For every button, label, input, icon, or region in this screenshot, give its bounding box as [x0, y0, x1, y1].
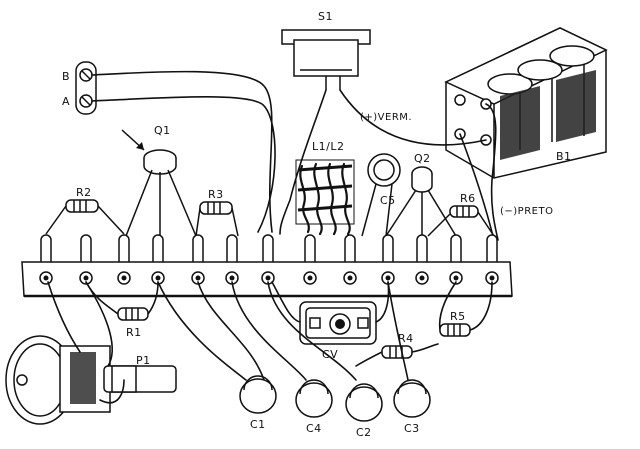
resistor-r4 [355, 343, 439, 367]
top-wiring [91, 70, 499, 241]
terminal-a-label: A [62, 95, 70, 108]
strip-eyelet [117, 271, 131, 285]
c4-label: C4 [306, 422, 322, 435]
solder-tag [118, 234, 130, 262]
solder-tag [486, 234, 498, 262]
solder-tag [152, 234, 164, 262]
p1-label: P1 [136, 354, 151, 367]
solder-tag [450, 234, 462, 262]
q1-label: Q1 [154, 124, 171, 137]
c5-label: C5 [380, 194, 396, 207]
cv-label: CV [322, 348, 338, 361]
positive-lead-label: (+)VERM. [360, 112, 412, 123]
capacitor-c3 [393, 379, 431, 418]
potentiometer-p1 [5, 281, 177, 425]
resistor-r6 [427, 205, 495, 237]
resistor-r1 [85, 281, 159, 321]
transistor-q1 [121, 129, 197, 237]
resistor-r2 [45, 199, 125, 235]
strip-eyelet [449, 271, 463, 285]
q2-label: Q2 [414, 152, 431, 165]
switch-s1-label: S1 [318, 10, 333, 23]
r2-label: R2 [76, 186, 92, 199]
negative-lead-label: (−)PRETO [500, 206, 553, 217]
solder-tag [80, 234, 92, 262]
c1-label: C1 [250, 418, 266, 431]
switch-s1 [281, 29, 371, 90]
capacitor-c1 [239, 375, 277, 414]
solder-tag [226, 234, 238, 262]
resistor-r5 [438, 281, 493, 337]
antenna-terminal-block [75, 61, 97, 115]
solder-tag [262, 234, 274, 262]
solder-tag [416, 234, 428, 262]
strip-eyelet [485, 271, 499, 285]
battery-b1-label: B1 [556, 150, 572, 163]
r4-label: R4 [398, 332, 414, 345]
strip-eyelet [79, 271, 93, 285]
r3-label: R3 [208, 188, 224, 201]
strip-eyelet [303, 271, 317, 285]
capacitor-c4 [295, 379, 333, 418]
c2-label: C2 [356, 426, 372, 439]
strip-eyelet [39, 271, 53, 285]
battery-holder-b1 [444, 27, 608, 179]
r1-label: R1 [126, 326, 142, 339]
solder-tag [40, 234, 52, 262]
solder-tag [192, 234, 204, 262]
capacitor-c5 [361, 153, 401, 237]
strip-eyelet-row [39, 271, 499, 285]
lower-wiring [157, 281, 409, 381]
coil-l1-l2 [295, 159, 355, 236]
c3-label: C3 [404, 422, 420, 435]
solder-tag [304, 234, 316, 262]
strip-eyelet [415, 271, 429, 285]
capacitor-c2 [345, 383, 383, 422]
solder-tag [344, 234, 356, 262]
coil-label: L1/L2 [312, 140, 344, 153]
solder-tag-row [40, 234, 498, 262]
resistor-r3 [195, 201, 239, 237]
strip-eyelet [343, 271, 357, 285]
solder-tag [382, 234, 394, 262]
terminal-b-label: B [62, 70, 70, 83]
r6-label: R6 [460, 192, 476, 205]
r5-label: R5 [450, 310, 466, 323]
transistor-q2 [385, 166, 457, 237]
